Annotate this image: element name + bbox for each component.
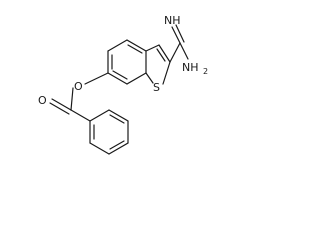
bond-ph-5 xyxy=(89,142,110,155)
ph-double-2 xyxy=(109,140,125,150)
thiophene-ring xyxy=(145,44,171,85)
bond-carbonyl-c-phenyl xyxy=(70,109,91,122)
bond-c6-c7 xyxy=(107,39,128,52)
molecule-diagram: NH NH 2 S O O xyxy=(38,14,208,155)
benzo-ring xyxy=(107,39,147,85)
double-bond-c2-c3 xyxy=(156,48,166,62)
double-bond-carbonyl xyxy=(49,102,70,115)
bond-c2-c3 xyxy=(158,44,171,63)
bond-c3a-c4 xyxy=(126,72,147,85)
double-bond-imine xyxy=(175,24,185,43)
amidine-group xyxy=(169,24,189,63)
ester-linkage xyxy=(49,72,109,122)
double-bond-inner-2 xyxy=(112,70,128,80)
bond-oxygen-carbonyl-c xyxy=(70,87,74,111)
atom-label-amine: NH xyxy=(182,61,199,74)
bond-s-c2 xyxy=(162,61,171,85)
ph-double-1 xyxy=(109,114,125,124)
atom-label-imine: NH xyxy=(164,14,181,27)
chemical-structure-canvas: NH NH 2 S O O xyxy=(0,0,220,162)
bond-amidine-c-imine xyxy=(171,26,181,44)
bond-c7a-s xyxy=(145,72,154,84)
atom-label-sulfur: S xyxy=(153,81,160,94)
atom-label-amine-subscript: 2 xyxy=(203,67,208,76)
bond-amidine-c-amine xyxy=(179,42,189,60)
bond-c3-c3a xyxy=(145,44,160,52)
bond-c4-c5 xyxy=(107,72,128,85)
bond-ph-2 xyxy=(108,109,129,122)
double-bond-inner-1 xyxy=(127,44,143,54)
bond-ph-4 xyxy=(108,142,129,155)
phenyl-ring xyxy=(89,109,129,155)
bond-ph-1 xyxy=(89,109,110,122)
bond-carbonyl-c-o xyxy=(51,98,72,111)
bond-c6-oxygen xyxy=(84,72,109,85)
atom-label-ester-oxygen: O xyxy=(74,80,83,93)
bond-c7-c7a xyxy=(126,39,147,52)
atom-label-carbonyl-oxygen: O xyxy=(38,94,47,107)
bond-c2-amidine-c xyxy=(169,42,181,63)
